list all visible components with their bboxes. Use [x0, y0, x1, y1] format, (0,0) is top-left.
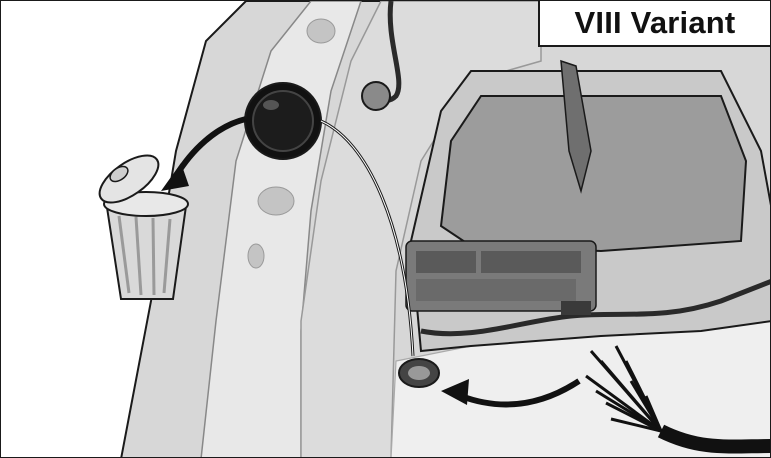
- strap: [560, 59, 592, 194]
- arrow-head: [161, 163, 189, 191]
- cavity-wire: [420, 279, 770, 337]
- fuse-box: [405, 240, 597, 312]
- round-rubber-grommet-icon: [244, 82, 322, 160]
- body-hole: [361, 81, 391, 111]
- wire-harness-icon: [585, 345, 770, 454]
- trash-can-icon: [98, 154, 189, 300]
- installed-grommet-icon: [398, 358, 440, 388]
- wall-dimple: [306, 18, 336, 44]
- wall-dimple: [247, 243, 265, 269]
- cover-plate: [439, 95, 748, 253]
- arrow-head: [441, 379, 469, 405]
- guide-line-white: [320, 120, 414, 357]
- small-connector: [561, 301, 591, 315]
- curved-arrow-icon: [459, 378, 581, 408]
- wall-dimple: [257, 186, 295, 216]
- variant-badge: VIII Variant: [538, 1, 770, 47]
- variant-label: VIII Variant: [574, 5, 736, 40]
